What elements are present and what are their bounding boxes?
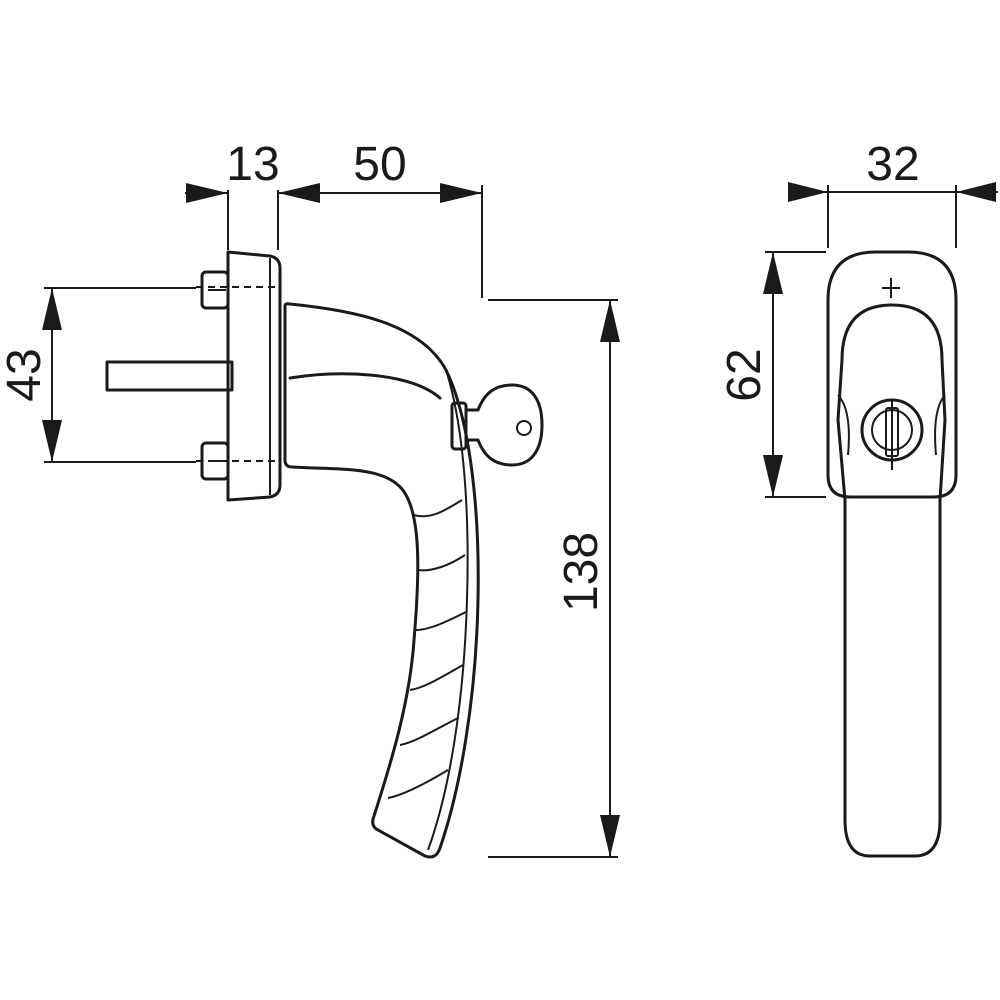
spindle bbox=[105, 360, 234, 392]
front-rose-plate bbox=[826, 250, 958, 499]
dimension-32: 32 bbox=[788, 138, 998, 248]
handle-lever bbox=[283, 302, 480, 859]
dimension-label-62: 62 bbox=[718, 348, 771, 401]
top-screw bbox=[200, 270, 230, 310]
dimension-62: 62 bbox=[718, 251, 826, 498]
front-handle bbox=[836, 303, 947, 858]
dimension-50: 50 bbox=[278, 138, 483, 298]
rose-plate bbox=[196, 250, 282, 502]
dimension-43: 43 bbox=[0, 287, 196, 463]
dimension-label-32: 32 bbox=[866, 138, 919, 191]
front-view: 32 62 bbox=[718, 138, 998, 858]
lock-cylinder-icon bbox=[860, 398, 924, 470]
dimension-label-138: 138 bbox=[555, 532, 608, 612]
key bbox=[450, 383, 544, 467]
dimension-label-13: 13 bbox=[226, 138, 279, 191]
dimension-13: 13 bbox=[185, 138, 280, 250]
dimension-138: 138 bbox=[488, 299, 620, 858]
dimension-label-43: 43 bbox=[0, 348, 51, 401]
side-view: 13 50 43 138 bbox=[0, 138, 620, 859]
dimension-label-50: 50 bbox=[353, 138, 406, 191]
